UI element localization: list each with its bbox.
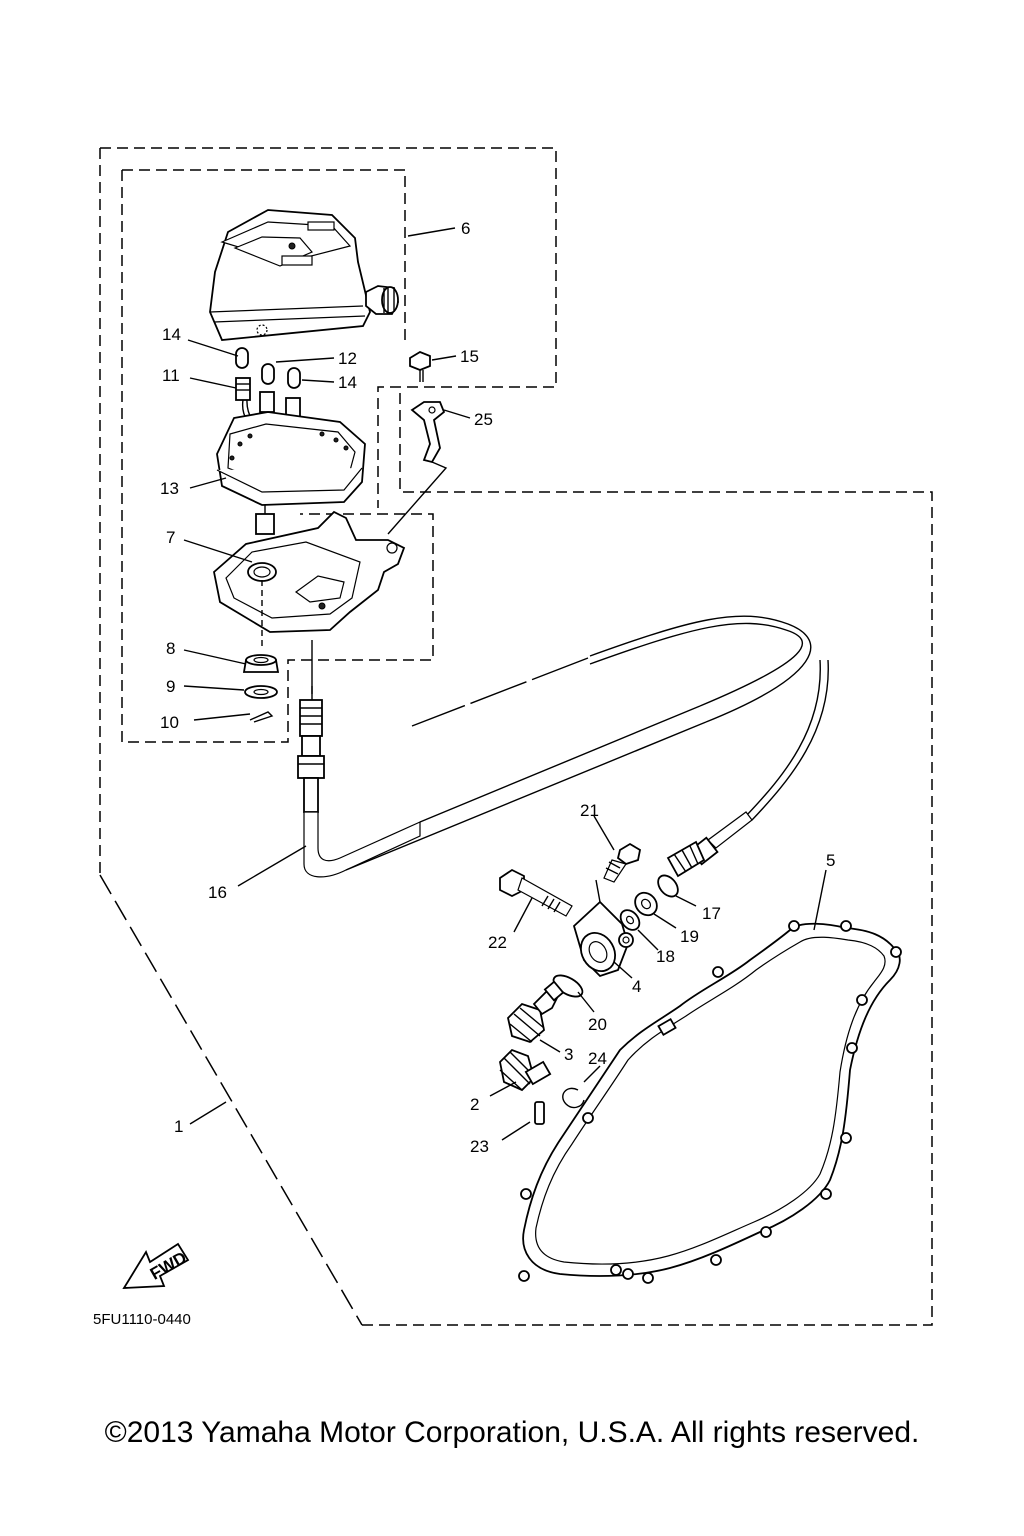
callout-7: 7 bbox=[166, 528, 175, 547]
fwd-arrow-icon: FWD bbox=[122, 1242, 190, 1289]
callout-19: 19 bbox=[680, 927, 699, 946]
callout-10: 10 bbox=[160, 713, 179, 732]
callout-20: 20 bbox=[588, 1015, 607, 1034]
speedometer-assembly bbox=[209, 209, 399, 341]
callout-13: 13 bbox=[160, 479, 179, 498]
callout-3: 3 bbox=[564, 1045, 573, 1064]
bolt-and-bracket bbox=[387, 350, 448, 535]
callout-18: 18 bbox=[656, 947, 675, 966]
drive-housing-parts bbox=[499, 842, 679, 1125]
copyright-notice: ©2013 Yamaha Motor Corporation, U.S.A. A… bbox=[104, 1416, 920, 1449]
callout-6: 6 bbox=[461, 219, 470, 238]
callout-15: 15 bbox=[460, 347, 479, 366]
callout-17: 17 bbox=[702, 904, 721, 923]
callout-21: 21 bbox=[580, 801, 599, 820]
leader-lines bbox=[183, 227, 827, 1141]
callout-16: 16 bbox=[208, 883, 227, 902]
diagram-code: 5FU1110-0440 bbox=[93, 1311, 191, 1328]
callout-2: 2 bbox=[470, 1095, 479, 1114]
callout-4: 4 bbox=[632, 977, 641, 996]
callout-1: 1 bbox=[174, 1117, 183, 1136]
callout-11: 11 bbox=[162, 366, 180, 385]
speedometer-cable bbox=[297, 615, 829, 878]
meter-case bbox=[216, 411, 366, 535]
callout-24: 24 bbox=[588, 1049, 607, 1068]
bulb-parts bbox=[235, 347, 301, 460]
crankcase-gasket bbox=[518, 920, 902, 1284]
meter-bracket bbox=[213, 510, 406, 648]
callout-5: 5 bbox=[826, 851, 835, 870]
callout-8: 8 bbox=[166, 639, 175, 658]
callout-14b: 14 bbox=[338, 373, 357, 392]
callout-25: 25 bbox=[474, 410, 493, 429]
callout-9: 9 bbox=[166, 677, 175, 696]
assembly-boundary bbox=[99, 147, 933, 1326]
callout-14a: 14 bbox=[162, 325, 181, 344]
grommet-washer-clip bbox=[242, 654, 280, 723]
callout-numbers: 6 14 12 15 11 14 25 13 7 8 9 10 21 5 16 … bbox=[160, 219, 835, 1156]
callout-12: 12 bbox=[338, 349, 357, 368]
callout-22: 22 bbox=[488, 933, 507, 952]
callout-23: 23 bbox=[470, 1137, 489, 1156]
